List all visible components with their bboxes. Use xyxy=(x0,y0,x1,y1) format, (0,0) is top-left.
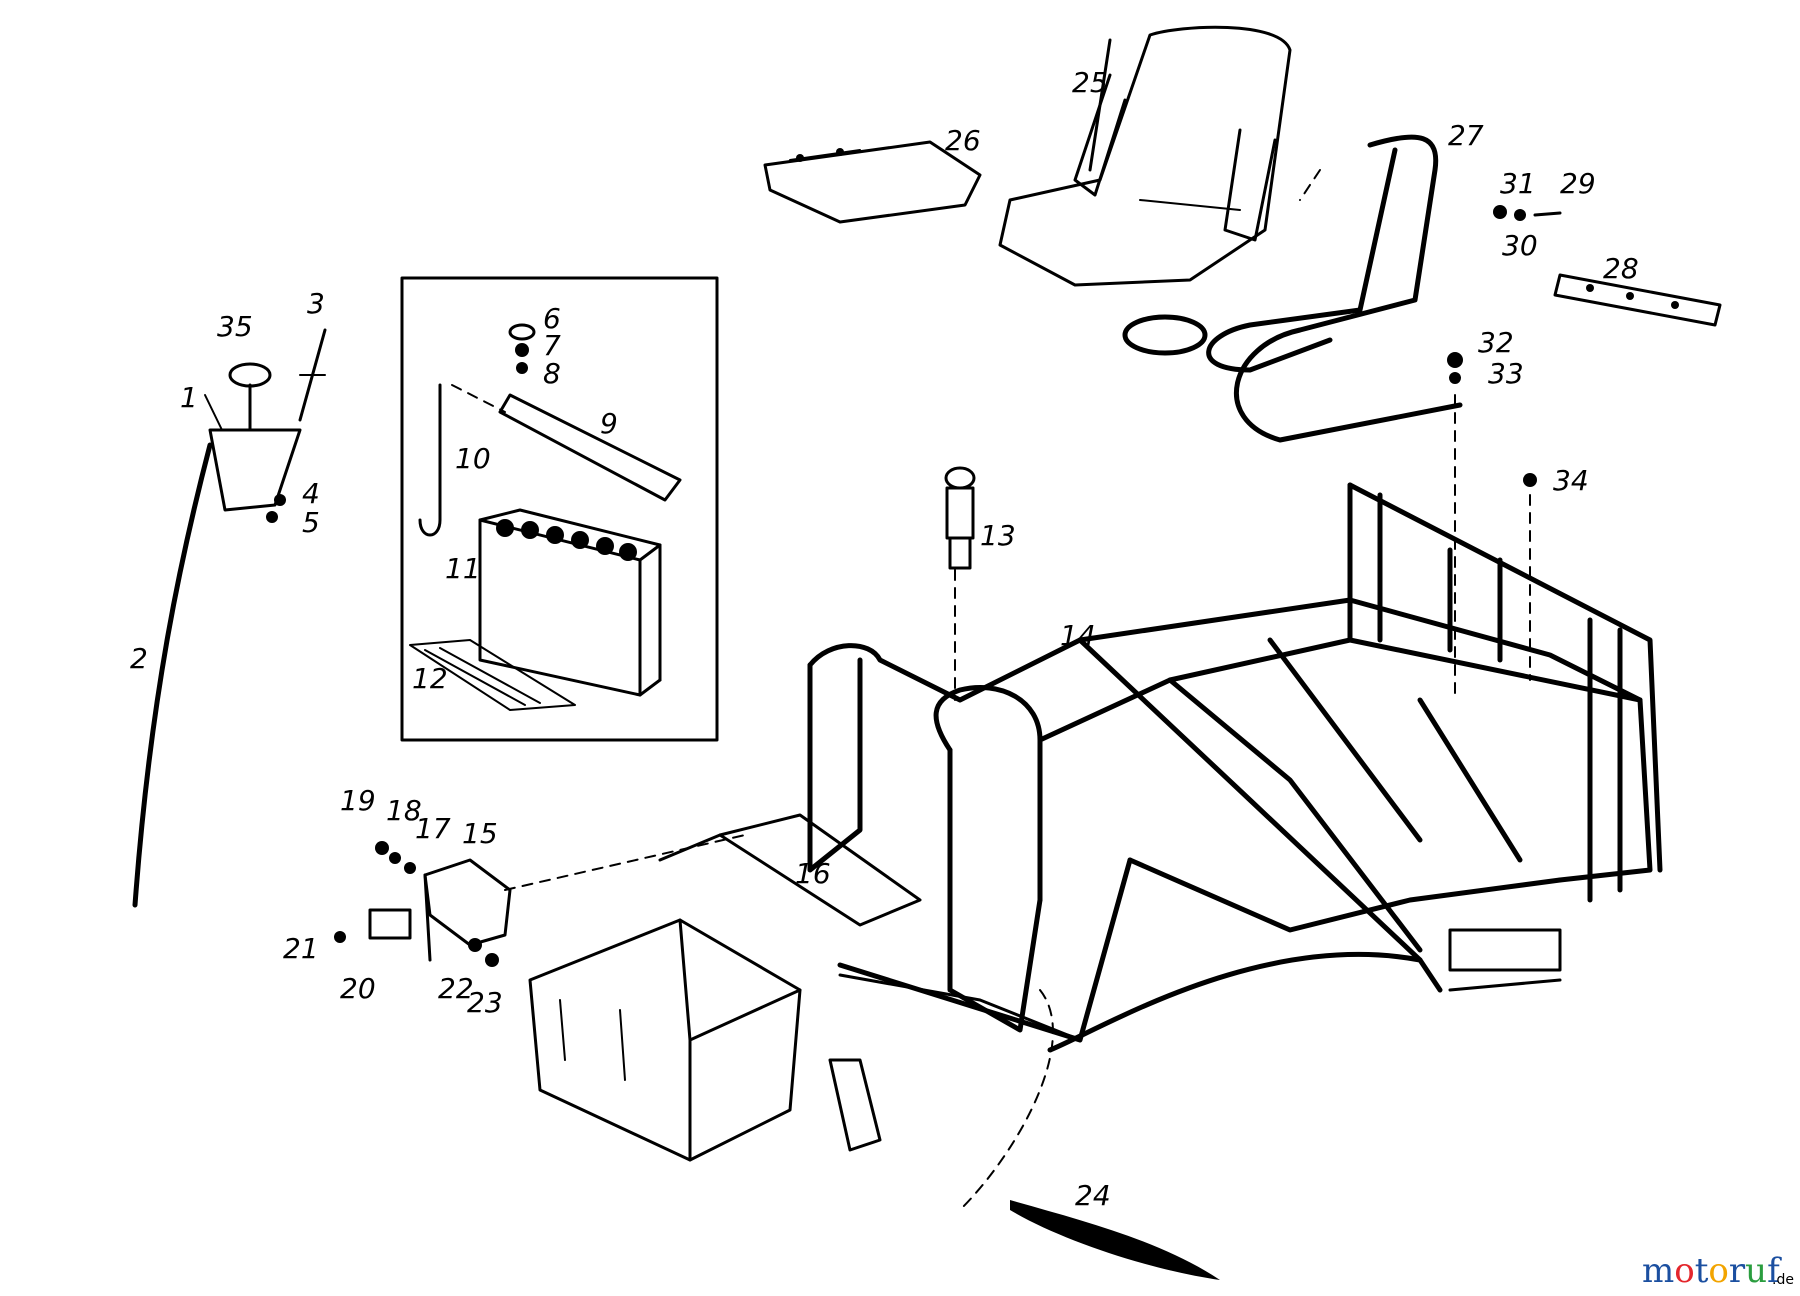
throttle-cable-assembly xyxy=(132,328,327,908)
switch-bracket xyxy=(334,834,746,967)
logo-part: f xyxy=(1767,1251,1782,1291)
callout-2: 2 xyxy=(130,642,148,675)
callout-13: 13 xyxy=(980,519,1016,552)
callout-31: 31 xyxy=(1500,167,1536,200)
callout-17: 17 xyxy=(415,812,451,845)
callout-4: 4 xyxy=(302,477,320,510)
logo-text: motoruf xyxy=(1642,1251,1782,1291)
callout-32: 32 xyxy=(1478,326,1514,359)
callout-27: 27 xyxy=(1448,119,1484,152)
seat-bracket xyxy=(1122,134,1463,443)
ignition-switch xyxy=(944,466,976,701)
callout-6: 6 xyxy=(543,302,561,335)
callout-8: 8 xyxy=(543,357,561,390)
logo-part: m xyxy=(1642,1251,1674,1291)
callout-20: 20 xyxy=(340,972,376,1005)
callout-28: 28 xyxy=(1603,252,1639,285)
motoruf-logo: motoruf .de xyxy=(1642,1251,1794,1291)
callout-29: 29 xyxy=(1560,167,1596,200)
callout-19: 19 xyxy=(340,784,376,817)
callout-33: 33 xyxy=(1488,357,1524,390)
logo-part: u xyxy=(1745,1251,1767,1291)
callout-30: 30 xyxy=(1502,229,1538,262)
callout-34: 34 xyxy=(1553,464,1589,497)
callout-21: 21 xyxy=(283,932,319,965)
battery-inset xyxy=(400,276,719,742)
callout-12: 12 xyxy=(412,662,448,695)
callout-25: 25 xyxy=(1072,66,1108,99)
callout-7: 7 xyxy=(543,329,561,362)
callout-23: 23 xyxy=(467,986,503,1019)
callout-24: 24 xyxy=(1075,1179,1111,1212)
seat xyxy=(998,25,1292,287)
callout-1: 1 xyxy=(180,381,198,414)
mounting-bar xyxy=(1553,273,1722,327)
callout-11: 11 xyxy=(445,552,481,585)
main-frame xyxy=(528,482,1663,1162)
logo-part: o xyxy=(1674,1251,1694,1291)
callout-3: 3 xyxy=(307,287,325,320)
callout-10: 10 xyxy=(455,442,491,475)
callout-22: 22 xyxy=(438,972,474,1005)
callout-5: 5 xyxy=(302,506,320,539)
callout-labels: 1 2 3 4 5 6 7 8 9 10 11 12 13 14 15 16 1… xyxy=(130,66,1639,1212)
callout-15: 15 xyxy=(462,817,498,850)
seat-plate xyxy=(763,140,982,224)
callout-18: 18 xyxy=(386,794,422,827)
callout-9: 9 xyxy=(600,407,618,440)
hardware xyxy=(1447,205,1562,701)
logo-part: t xyxy=(1695,1251,1709,1291)
callout-26: 26 xyxy=(945,124,981,157)
callout-14: 14 xyxy=(1060,619,1096,652)
logo-part: r xyxy=(1729,1251,1746,1291)
logo-suffix: .de xyxy=(1772,1272,1794,1288)
logo-part: o xyxy=(1708,1251,1728,1291)
callout-16: 16 xyxy=(795,857,831,890)
rubber-strip xyxy=(959,989,1220,1280)
callout-35: 35 xyxy=(217,310,253,343)
